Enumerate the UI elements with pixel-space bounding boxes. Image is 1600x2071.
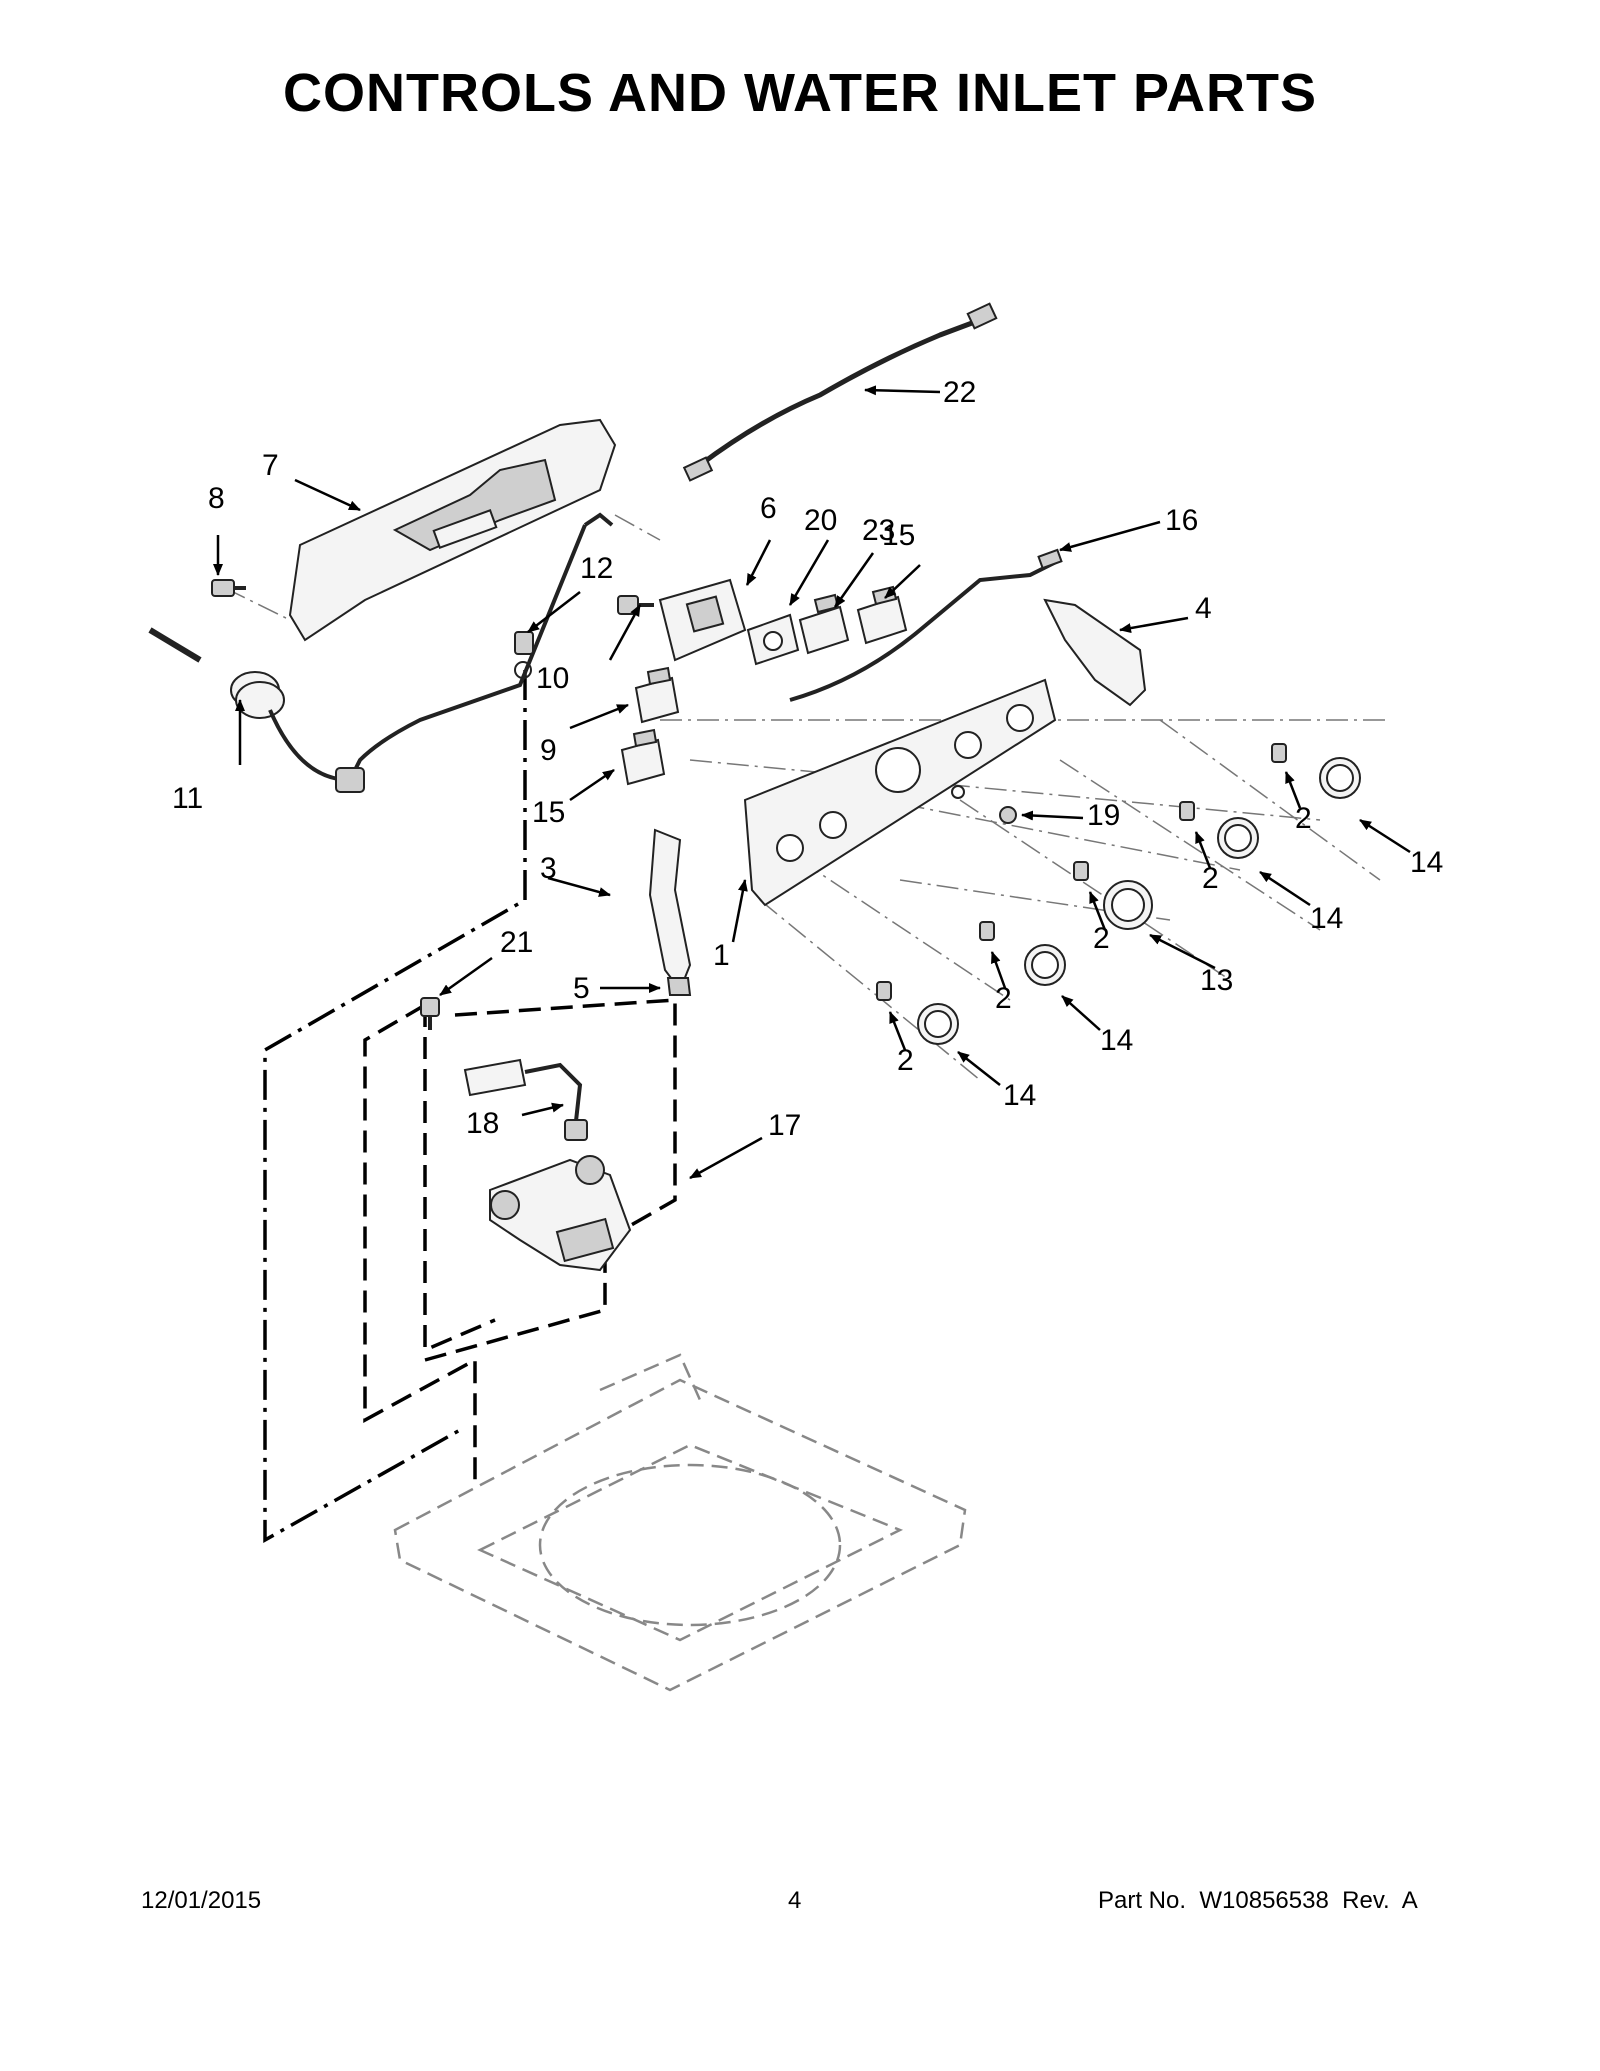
callout-12: 12	[580, 552, 613, 585]
callout-2b: 2	[1202, 862, 1219, 895]
wire-harness-22	[682, 302, 998, 482]
callout-5: 5	[573, 972, 590, 1005]
callout-10: 10	[536, 662, 569, 695]
washer-cabinet-top	[393, 1353, 967, 1692]
callout-14a: 14	[1410, 846, 1443, 879]
callout-14c: 14	[1100, 1024, 1133, 1057]
callout-2c: 2	[1093, 922, 1110, 955]
knob-2	[1179, 801, 1259, 859]
callout-7: 7	[262, 449, 279, 482]
callout-20: 20	[804, 504, 837, 537]
wire-harness-16	[789, 548, 1063, 702]
dial-encoder	[746, 613, 800, 666]
console	[743, 678, 1057, 907]
callout-2a: 2	[1295, 802, 1312, 835]
footer-page-number: 4	[788, 1887, 802, 1914]
callout-18: 18	[466, 1107, 499, 1140]
screw-part-8	[211, 579, 246, 597]
callout-13: 13	[1200, 964, 1233, 997]
callout-3: 3	[540, 852, 557, 885]
ground-screw	[514, 631, 534, 679]
callout-23: 23	[862, 514, 895, 547]
callout-19: 19	[1087, 799, 1120, 832]
callout-22: 22	[943, 376, 976, 409]
control-board	[658, 578, 747, 662]
callout-2d: 2	[995, 982, 1012, 1015]
knob-1	[1271, 743, 1361, 799]
knob-row	[876, 743, 1361, 1045]
knob-4	[979, 921, 1066, 986]
water-inlet-valve	[489, 1155, 632, 1272]
bushing-1	[1271, 743, 1287, 763]
callout-labels: 1 2 2 2 2 2 3 4 5 6 7 8 9 10 11 12 13 14…	[172, 376, 1443, 1142]
callout-21: 21	[500, 926, 533, 959]
switch-part-15-left	[620, 728, 666, 786]
switch-part-15-top	[856, 585, 908, 645]
callout-4: 4	[1195, 592, 1212, 625]
assembly-guide-lines	[224, 514, 1390, 1081]
routing-outlines	[263, 670, 677, 1543]
footer-date: 12/01/2015	[141, 1887, 262, 1914]
console-rear-panel	[288, 418, 617, 642]
power-cord	[148, 512, 614, 793]
callout-arrows	[213, 385, 1411, 1180]
callout-16: 16	[1165, 504, 1198, 537]
bushing-2	[1179, 801, 1195, 821]
inlet-harness	[463, 1058, 588, 1141]
console-end-cap-left	[648, 828, 692, 993]
callout-2e: 2	[897, 1044, 914, 1077]
callout-14d: 14	[1003, 1079, 1036, 1112]
callout-15a: 15	[882, 519, 915, 552]
callout-1: 1	[713, 939, 730, 972]
bushing-5	[876, 981, 892, 1001]
knob-5	[876, 981, 959, 1045]
button-part-19	[999, 806, 1017, 824]
callout-15b: 15	[532, 796, 565, 829]
clip-part-5	[666, 977, 692, 996]
page-title: CONTROLS AND WATER INLET PARTS	[283, 63, 1317, 123]
switch-part-23	[798, 593, 850, 655]
bushing-4	[979, 921, 995, 941]
callout-8: 8	[208, 482, 225, 515]
switch-part-9	[634, 666, 680, 724]
callout-17: 17	[768, 1109, 801, 1142]
footer-part-number: Part No. W10856538 Rev. A	[1098, 1887, 1418, 1914]
callout-9: 9	[540, 734, 557, 767]
callout-11: 11	[172, 782, 203, 815]
console-end-cap-right	[1043, 598, 1147, 707]
knob-3	[1073, 861, 1153, 930]
callout-14b: 14	[1310, 902, 1343, 935]
callout-6: 6	[760, 492, 777, 525]
screw-part-21	[420, 997, 440, 1030]
bushing-3	[1073, 861, 1089, 881]
